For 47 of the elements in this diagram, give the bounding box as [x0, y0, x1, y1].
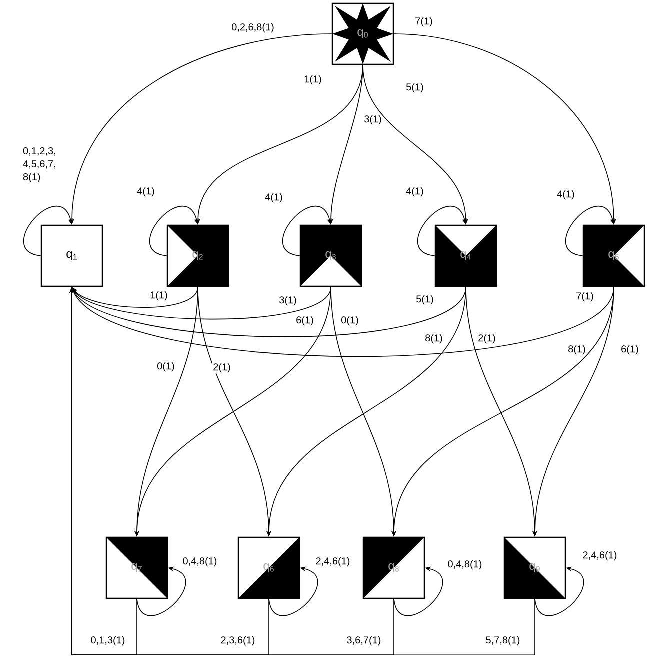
- edge-label: 2,3,6(1): [221, 636, 255, 646]
- edge-label: 4(1): [137, 187, 154, 197]
- edge-label: 2,4,6(1): [316, 557, 350, 567]
- state-box: q$_{9}$: [504, 536, 566, 600]
- state-box: q$_{4}$: [434, 224, 498, 288]
- edge-label: 0,4,8(1): [448, 560, 482, 570]
- arrow: [282, 206, 332, 256]
- edge-label: 5(1): [406, 83, 424, 93]
- edge-label: 3(1): [364, 115, 382, 125]
- arrow: [72, 286, 332, 320]
- state-box: q$_{1}$: [40, 224, 104, 288]
- edge-label: 7(1): [576, 292, 594, 302]
- state-box: q$_{6}$: [238, 536, 300, 600]
- state-box: q$_{0}$: [332, 2, 394, 66]
- edge-label: 0,1,3(1): [91, 636, 125, 646]
- arrow: [565, 206, 616, 256]
- edge-label: 2(1): [212, 362, 232, 374]
- edge-label: 8(1): [568, 345, 586, 355]
- edge-label: 7(1): [416, 17, 432, 27]
- edge-label: 6(1): [622, 345, 638, 355]
- edge-label: 4(1): [265, 193, 282, 203]
- arrow: [417, 206, 468, 256]
- edge-label: 1(1): [304, 75, 322, 85]
- edge-label: 2,4,6(1): [583, 551, 617, 561]
- edge-label: 0(1): [342, 316, 358, 326]
- edge-label: 0(1): [158, 362, 174, 372]
- edge-label: 4(1): [406, 187, 424, 197]
- arrow: [23, 206, 74, 256]
- state-box: q$_{3}$: [300, 224, 362, 288]
- edge-label: 5(1): [416, 295, 434, 305]
- state-box: q$_{8}$: [362, 536, 426, 600]
- edge-label: 6(1): [295, 315, 315, 327]
- edge-label: 3(1): [279, 296, 296, 306]
- edge-label: 4(1): [557, 190, 574, 200]
- edge-label: 2(1): [478, 334, 496, 344]
- arrow: [149, 206, 200, 256]
- edge-label: 5,7,8(1): [486, 636, 520, 646]
- edge-label: 1(1): [150, 291, 168, 301]
- edge-label: 0,2,6,8(1): [232, 23, 274, 33]
- arrow: [72, 286, 198, 308]
- edge-label: 0,4,8(1): [183, 557, 217, 567]
- edge-label: 3,6,7(1): [347, 636, 381, 646]
- arrow: [72, 286, 466, 338]
- state-box: q$_{7}$: [106, 536, 168, 600]
- edge-label: 0,1,2,3, 4,5,6,7, 8(1): [23, 147, 56, 183]
- state-box: q$_{5}$: [582, 224, 646, 288]
- edge-label: 8(1): [424, 333, 444, 345]
